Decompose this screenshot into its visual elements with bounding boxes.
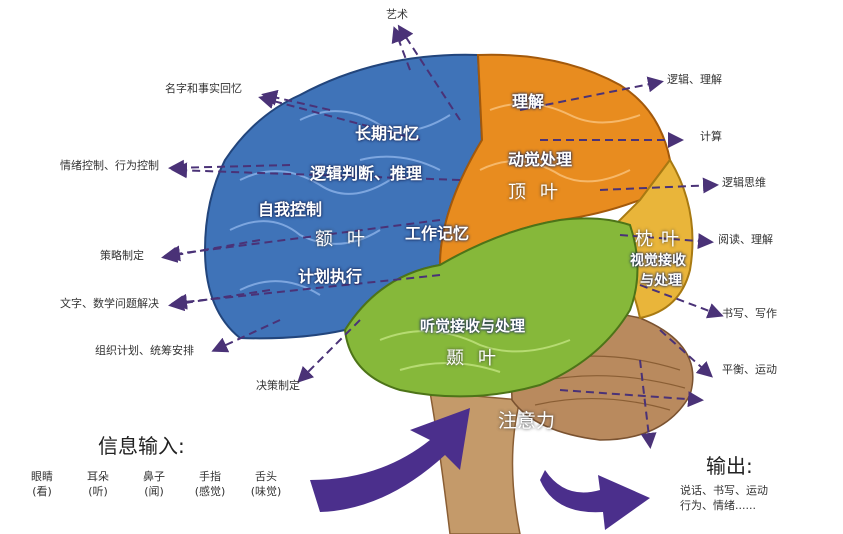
label-reading: 阅读、理解 bbox=[718, 233, 773, 246]
label-occipital-lobe: 枕叶 bbox=[635, 225, 687, 251]
label-organize-plan: 组织计划、统筹安排 bbox=[95, 344, 194, 357]
input-item-nose: 鼻子 (闻) bbox=[134, 470, 174, 500]
label-decision: 决策制定 bbox=[256, 379, 300, 392]
label-frontal-lobe: 额叶 bbox=[315, 225, 379, 251]
input-item-fingers: 手指 (感觉) bbox=[190, 470, 230, 500]
label-auditory-processing: 听觉接收与处理 bbox=[420, 315, 525, 336]
input-item-tongue: 舌头 (味觉) bbox=[246, 470, 286, 500]
label-writing: 书写、写作 bbox=[722, 307, 777, 320]
label-logic-understanding: 逻辑、理解 bbox=[667, 73, 722, 86]
label-understanding: 理解 bbox=[512, 88, 544, 112]
label-self-control: 自我控制 bbox=[258, 196, 322, 220]
label-text-math: 文字、数学问题解决 bbox=[60, 297, 159, 310]
label-visual-processing-1: 视觉接收 bbox=[630, 250, 686, 270]
label-emotion-behavior: 情绪控制、行为控制 bbox=[60, 159, 159, 172]
label-names-memory: 名字和事实回忆 bbox=[165, 82, 242, 95]
label-kinesthetic: 动觉处理 bbox=[508, 146, 572, 170]
output-title: 输出: bbox=[706, 450, 753, 479]
label-working-memory: 工作记忆 bbox=[405, 220, 469, 244]
label-calculation: 计算 bbox=[700, 130, 722, 143]
label-logic-reasoning: 逻辑判断、推理 bbox=[310, 160, 422, 184]
label-visual-processing-2: 与处理 bbox=[640, 270, 682, 290]
input-item-ears: 耳朵 (听) bbox=[78, 470, 118, 500]
label-logical-thinking: 逻辑思维 bbox=[722, 176, 766, 189]
output-description: 说话、书写、运动 行为、情绪...... bbox=[680, 483, 768, 514]
label-long-term-memory: 长期记忆 bbox=[355, 120, 419, 144]
label-parietal-lobe: 顶叶 bbox=[508, 178, 572, 204]
label-strategy: 策略制定 bbox=[100, 249, 144, 262]
label-temporal-lobe: 颞叶 bbox=[446, 344, 510, 370]
label-balance: 平衡、运动 bbox=[722, 363, 777, 376]
label-art: 艺术 bbox=[386, 8, 408, 21]
input-title: 信息输入: bbox=[98, 430, 185, 459]
label-attention: 注意力 bbox=[498, 406, 555, 433]
output-arrow bbox=[540, 470, 650, 530]
input-item-eyes: 眼睛 (看) bbox=[22, 470, 62, 500]
label-plan-execute: 计划执行 bbox=[298, 263, 362, 287]
